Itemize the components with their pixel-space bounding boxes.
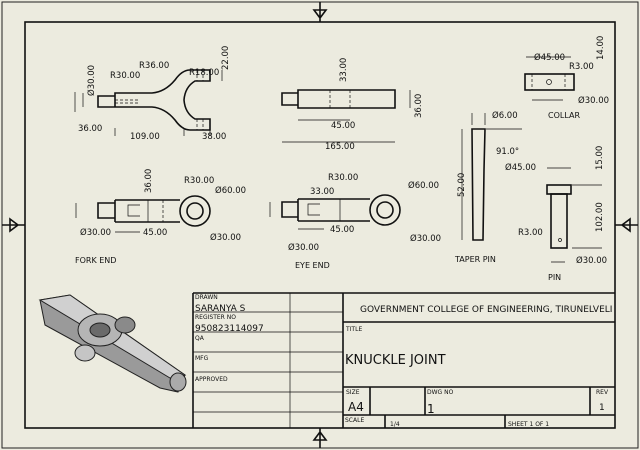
- register-label: REGISTER NO: [195, 314, 236, 321]
- dim-15: 15.00: [595, 146, 605, 170]
- sheet-number: SHEET 1 OF 1: [508, 421, 549, 428]
- dim-109: 109.00: [130, 132, 160, 142]
- dim-r18: R18.00: [189, 68, 219, 78]
- eye-end-view: 33.00 R30.00 Ø60.00 45.00 Ø30.00 Ø30.00 …: [269, 173, 441, 270]
- pin-label: PIN: [548, 273, 561, 282]
- dim-dia30: Ø30.00: [80, 227, 111, 238]
- dim-r30: R30.00: [328, 173, 358, 183]
- taper-pin-label: TAPER PIN: [454, 255, 496, 264]
- title-label: TITLE: [345, 326, 362, 333]
- eye-end-label: EYE END: [295, 261, 330, 270]
- fork-top-view: R36.00 R30.00 R18.00 22.00 Ø30.00 36.00 …: [74, 46, 231, 142]
- pin-view: Ø45.00 15.00 102.00 R3.00 Ø30.00 PIN: [505, 146, 607, 282]
- dim-r30: R30.00: [184, 176, 214, 186]
- size-value: A4: [348, 400, 364, 414]
- dim-22: 22.00: [221, 46, 231, 70]
- dwg-value: 1: [427, 402, 435, 416]
- dim-102: 102.00: [595, 202, 605, 232]
- dim-45: 45.00: [331, 121, 355, 131]
- dim-dia6: Ø6.00: [492, 110, 518, 121]
- drawn-value: SARANYA S: [195, 304, 246, 314]
- scale-label: SCALE: [345, 417, 364, 424]
- dim-38: 38.00: [202, 132, 226, 142]
- dim-r36: R36.00: [139, 61, 169, 71]
- dim-33: 33.00: [339, 58, 349, 82]
- dim-33: 33.00: [310, 187, 334, 197]
- title-block: DRAWN SARANYA S REGISTER NO 950823114097…: [192, 292, 615, 428]
- dim-dia30: Ø30.00: [86, 65, 97, 96]
- dim-r3: R3.00: [569, 62, 594, 72]
- dwg-label: DWG NO: [427, 389, 454, 396]
- drawn-label: DRAWN: [195, 294, 218, 301]
- size-label: SIZE: [346, 389, 360, 396]
- dim-dia30-hole: Ø30.00: [410, 233, 441, 244]
- register-value: 950823114097: [195, 324, 264, 334]
- dim-165: 165.00: [325, 142, 355, 152]
- dim-dia30: Ø30.00: [578, 95, 609, 106]
- collar-label: COLLAR: [548, 111, 580, 120]
- dim-dia45: Ø45.00: [534, 52, 565, 63]
- dim-36: 36.00: [78, 124, 102, 134]
- rev-label: REV: [596, 389, 609, 396]
- rev-value: 1: [599, 403, 605, 413]
- scale-value: 1/4: [390, 421, 400, 428]
- dim-36: 36.00: [414, 94, 424, 118]
- fork-end-view: 36.00 R30.00 Ø60.00 Ø30.00 45.00 Ø30.00 …: [75, 169, 246, 265]
- isometric-view: [38, 294, 187, 393]
- dim-dia45: Ø45.00: [505, 162, 536, 173]
- dim-45: 45.00: [143, 228, 167, 238]
- drawing-title: KNUCKLE JOINT: [345, 353, 446, 368]
- dim-52: 52.00: [457, 173, 467, 197]
- taper-pin-view: Ø6.00 91.0° 52.00 TAPER PIN: [454, 110, 522, 264]
- collar-view: Ø45.00 R3.00 14.00 Ø30.00 COLLAR: [524, 36, 609, 120]
- dim-14: 14.00: [596, 36, 606, 60]
- fork-end-label: FORK END: [75, 256, 116, 265]
- dim-36: 36.00: [144, 169, 154, 193]
- dim-45: 45.00: [330, 225, 354, 235]
- approved-label: APPROVED: [195, 376, 228, 383]
- institution-name: GOVERNMENT COLLEGE OF ENGINEERING, TIRUN…: [360, 305, 612, 315]
- dim-dia60: Ø60.00: [215, 185, 246, 196]
- eye-top-view: 33.00 45.00 165.00 36.00: [281, 58, 424, 152]
- qa-label: QA: [195, 335, 205, 342]
- dim-angle: 91.0°: [496, 147, 519, 157]
- dim-dia60: Ø60.00: [408, 180, 439, 191]
- mfg-label: MFG: [195, 355, 209, 362]
- dim-dia30: Ø30.00: [576, 255, 607, 266]
- dim-r30: R30.00: [110, 71, 140, 81]
- dim-dia30-hole: Ø30.00: [210, 232, 241, 243]
- dim-r3: R3.00: [518, 228, 543, 238]
- dim-dia30: Ø30.00: [288, 242, 319, 253]
